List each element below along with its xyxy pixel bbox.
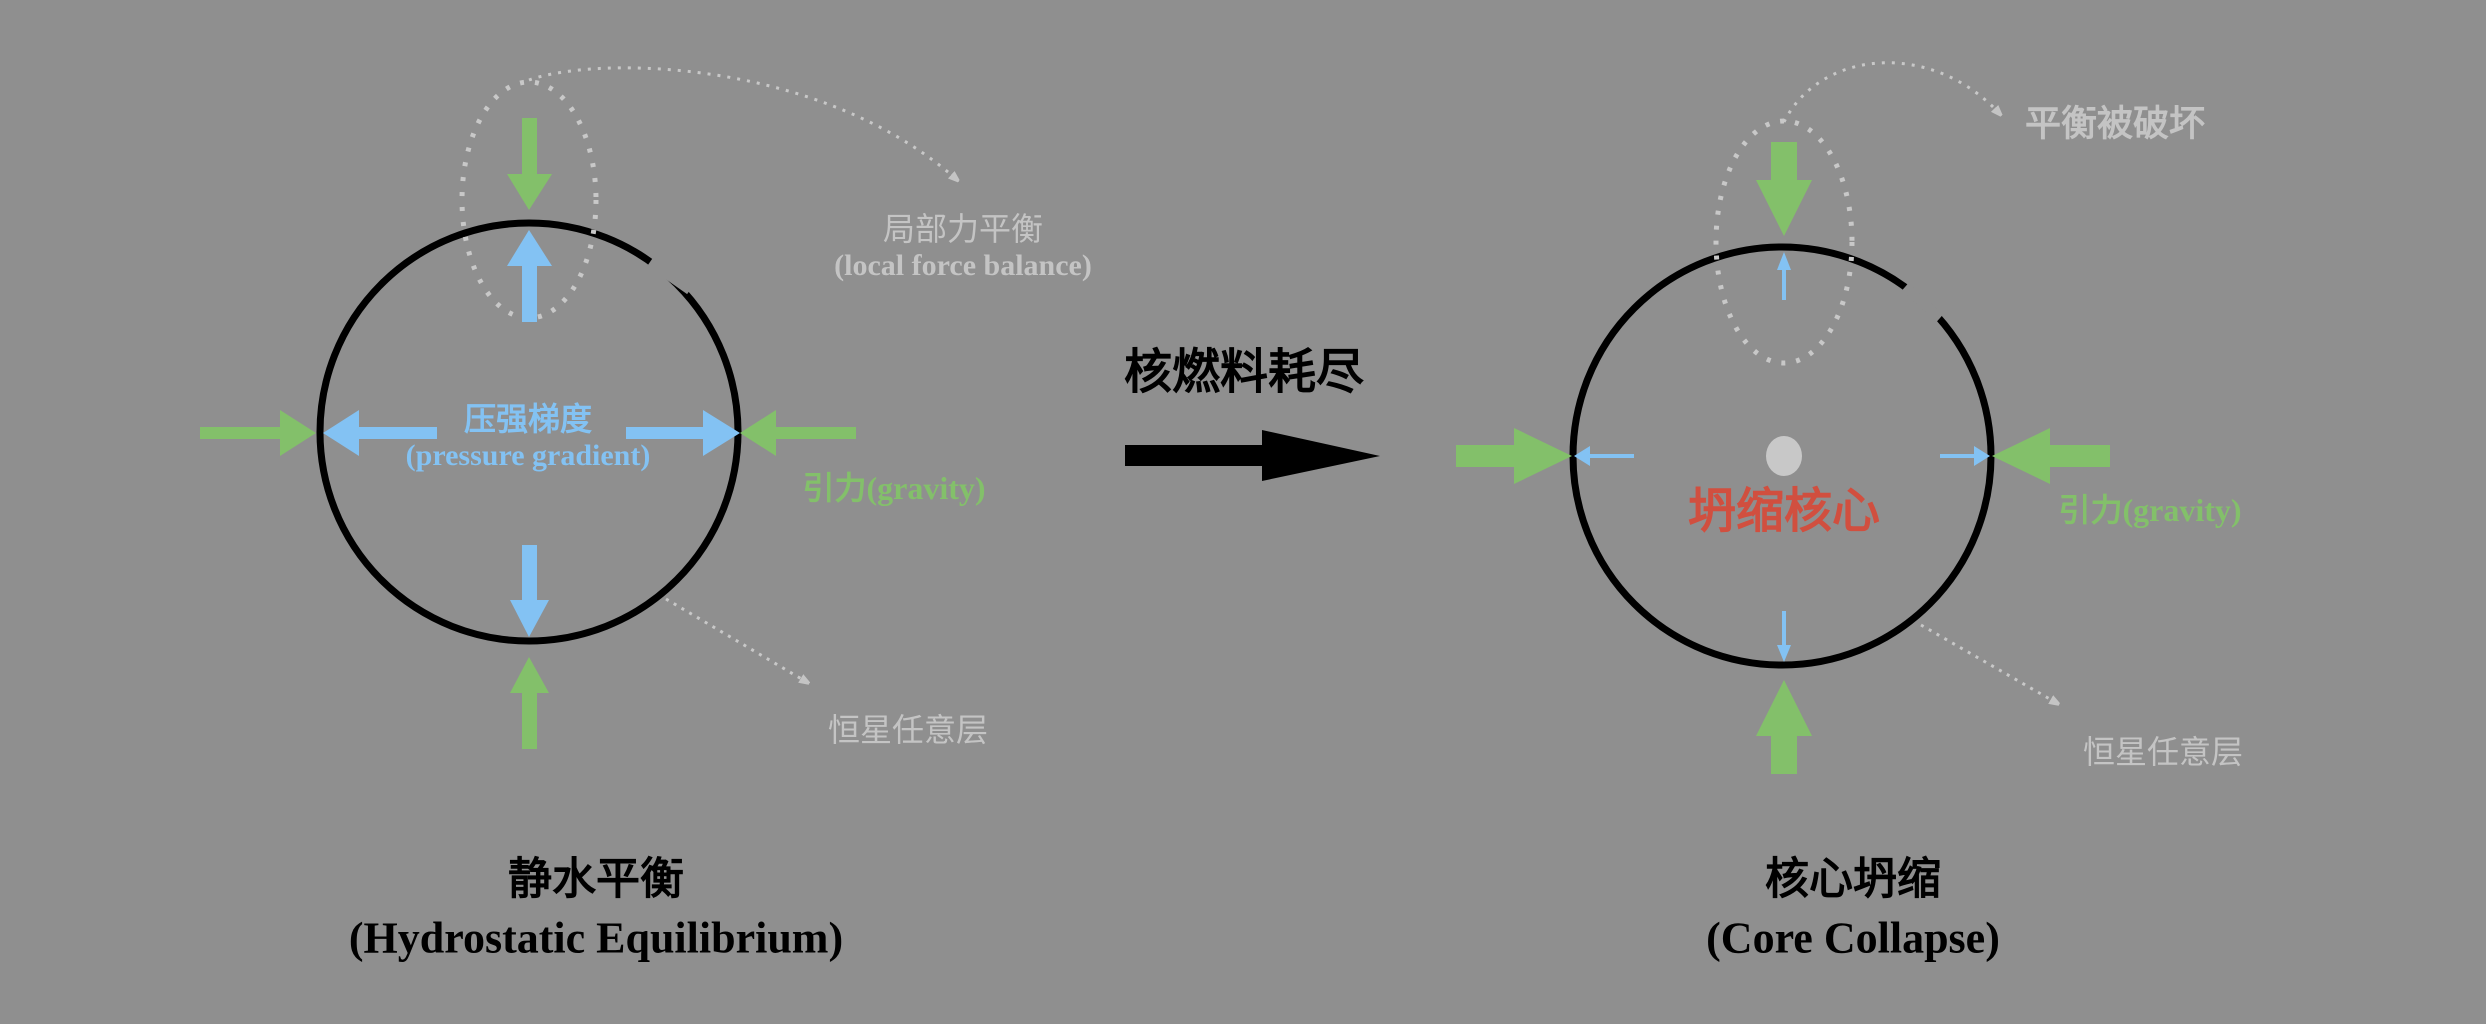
- pressure-arrow-right-icon: [626, 410, 740, 456]
- local-balance-label-zh: 局部力平衡: [882, 210, 1044, 247]
- right-caption: 核心坍缩 (Core Collapse): [1706, 850, 2000, 969]
- local-balance-label-en: (local force balance): [834, 249, 1092, 283]
- right-caption-zh: 核心坍缩: [1764, 854, 1941, 904]
- left-layer-label: 恒星任意层: [827, 711, 989, 748]
- pressure-arrow-left-icon: [323, 410, 437, 456]
- left-caption-en: (Hydrostatic Equilibrium): [348, 914, 844, 963]
- left-gravity-label: 引力(gravity): [802, 469, 986, 506]
- right-star-diagram: [1456, 61, 2110, 774]
- pressure-gradient-label: 压强梯度 (pressure gradient): [406, 400, 651, 474]
- right-broken-balance-pointer: [1782, 61, 1998, 123]
- gravity-arrow-right-large-icon: [1992, 428, 2110, 484]
- pressure-arrow-bottom-icon: [510, 545, 549, 637]
- left-layer-pointer: [665, 597, 805, 681]
- pressure-arrow-right-small-icon: [1940, 446, 1990, 466]
- pressure-gradient-label-en: (pressure gradient): [405, 439, 651, 473]
- left-local-balance-ellipse: [459, 79, 599, 321]
- local-balance-label: 局部力平衡 (local force balance): [834, 210, 1092, 284]
- left-caption-zh: 静水平衡: [507, 854, 684, 904]
- right-layer-pointer: [1920, 623, 2055, 702]
- gravity-arrow-top-large-icon: [1756, 142, 1812, 236]
- gravity-arrow-left-icon: [200, 410, 316, 456]
- right-caption-en: (Core Collapse): [1706, 914, 2000, 963]
- right-layer-label: 恒星任意层: [2082, 733, 2244, 770]
- pressure-arrow-top-small-icon: [1777, 252, 1791, 300]
- collapsing-core-label: 坍缩核心: [1687, 485, 1881, 539]
- gravity-arrow-top-icon: [507, 118, 552, 210]
- right-gravity-label: 引力(gravity): [2058, 491, 2242, 528]
- gravity-arrow-bottom-icon: [510, 657, 549, 749]
- right-arrow-icon: [1125, 430, 1380, 481]
- pressure-arrow-top-icon: [507, 230, 552, 322]
- balance-broken-label: 平衡被破坏: [2024, 103, 2206, 144]
- left-local-balance-pointer: [528, 66, 955, 178]
- pressure-gradient-label-zh: 压强梯度: [463, 400, 593, 437]
- pressure-arrow-left-small-icon: [1574, 446, 1634, 466]
- left-star-diagram: [200, 66, 955, 749]
- collapsing-core-dot: [1766, 436, 1802, 476]
- gravity-arrow-bottom-large-icon: [1756, 680, 1812, 774]
- right-star-layer-circle: [1569, 243, 1995, 669]
- fuel-exhausted-label: 核燃料耗尽: [1123, 346, 1365, 400]
- gravity-arrow-left-large-icon: [1456, 428, 1572, 484]
- pressure-arrow-bottom-small-icon: [1777, 611, 1791, 662]
- left-caption: 静水平衡 (Hydrostatic Equilibrium): [349, 850, 843, 969]
- gravity-arrow-right-icon: [740, 410, 856, 456]
